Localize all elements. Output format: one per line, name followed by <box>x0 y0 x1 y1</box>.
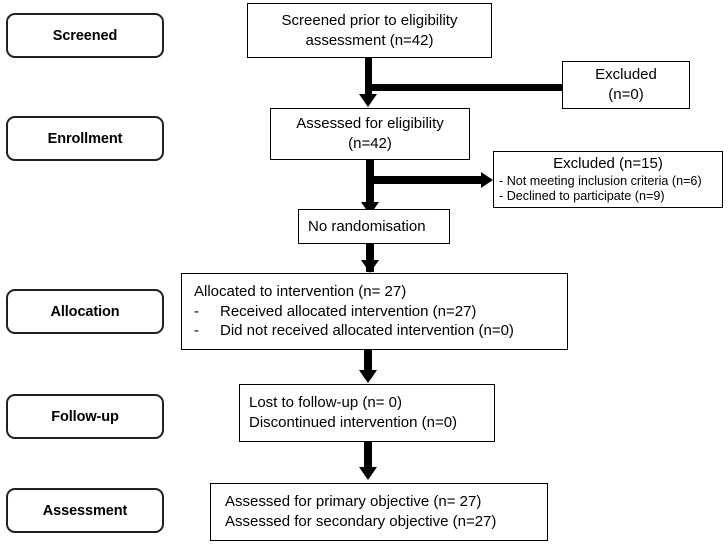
arrowhead-allocated-to-followup <box>359 370 377 383</box>
box-excluded-second-sub2: - Declined to participate (n=9) <box>499 189 665 204</box>
box-no-randomisation: No randomisation <box>298 209 450 244</box>
arrowhead-no-randomisation-to-allocated <box>361 260 379 273</box>
connector-allocated-vertical <box>364 350 372 378</box>
box-allocated: Allocated to intervention (n= 27) - Rece… <box>181 273 568 350</box>
stage-label-assessment-text: Assessment <box>42 502 128 519</box>
box-excluded-top: Excluded (n=0) <box>562 61 690 109</box>
stage-label-allocation: Allocation <box>6 289 164 334</box>
box-no-randomisation-line1: No randomisation <box>308 217 426 235</box>
box-followup-line2: Discontinued intervention (n=0) <box>249 414 458 431</box>
box-excluded-top-line1: Excluded <box>595 66 657 84</box>
box-allocated-item2-text: Did not received allocated intervention … <box>220 322 514 340</box>
box-excluded-second-title: Excluded (n=15) <box>553 154 663 172</box>
box-assessment-line1: Assessed for primary objective (n= 27) <box>225 493 482 511</box>
box-assessment-line2: Assessed for secondary objective (n=27) <box>225 513 497 530</box>
box-excluded-second-sub1: - Not meeting inclusion criteria (n=6) <box>499 173 702 188</box>
arrowhead-eligibility-to-excluded <box>481 172 493 188</box>
box-assessed-eligibility-line2: (n=42) <box>348 135 392 152</box>
stage-label-assessment: Assessment <box>6 488 164 533</box>
connector-screened-vertical <box>365 58 372 96</box>
box-screened: Screened prior to eligibility assessment… <box>247 3 492 58</box>
box-excluded-second: Excluded (n=15) - Not meeting inclusion … <box>493 151 723 208</box>
connector-eligibility-to-excluded-horizontal <box>366 176 486 184</box>
box-allocated-line1: Allocated to intervention (n= 27) <box>194 282 407 300</box>
stage-label-enrollment-text: Enrollment <box>47 130 123 147</box>
box-allocated-item2-row: - Did not received allocated interventio… <box>194 321 555 341</box>
connector-screened-to-excluded-horizontal <box>365 84 582 91</box>
stage-label-followup-text: Follow-up <box>51 408 119 425</box>
connector-followup-vertical <box>364 442 372 472</box>
box-assessed-eligibility-line1: Assessed for eligibility <box>296 115 444 133</box>
box-followup-line1: Lost to follow-up (n= 0) <box>249 394 402 412</box>
stage-label-allocation-text: Allocation <box>50 303 120 320</box>
box-excluded-top-line2: (n=0) <box>608 86 644 103</box>
box-allocated-item1-dash: - <box>194 302 199 320</box>
box-assessed-eligibility: Assessed for eligibility (n=42) <box>270 108 470 160</box>
arrowhead-followup-to-assessment <box>359 467 377 480</box>
box-screened-line1: Screened prior to eligibility <box>281 11 458 29</box>
box-assessment: Assessed for primary objective (n= 27) A… <box>210 483 548 541</box>
stage-label-screened: Screened <box>6 13 164 58</box>
box-allocated-item1-row: - Received allocated intervention (n=27) <box>194 302 555 322</box>
stage-label-screened-text: Screened <box>52 27 118 44</box>
connector-no-randomisation-vertical <box>366 244 374 272</box>
stage-label-enrollment: Enrollment <box>6 116 164 161</box>
stage-label-followup: Follow-up <box>6 394 164 439</box>
box-allocated-item1-text: Received allocated intervention (n=27) <box>220 302 477 320</box>
arrowhead-screened-to-eligibility <box>359 94 377 107</box>
box-screened-line2: assessment (n=42) <box>305 31 434 49</box>
box-followup: Lost to follow-up (n= 0) Discontinued in… <box>239 384 495 442</box>
box-allocated-item2-dash: - <box>194 322 199 340</box>
